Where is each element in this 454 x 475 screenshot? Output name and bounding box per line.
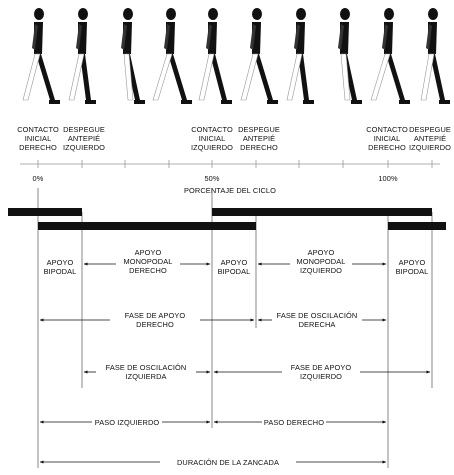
axis-title: PORCENTAJE DEL CICLO [184, 186, 276, 195]
skeleton-figure [370, 8, 410, 104]
left-step-label: PASO IZQUIERDO [94, 418, 160, 427]
skeleton-figure [22, 8, 60, 104]
axis-ticks [37, 160, 433, 168]
skeleton-figure [152, 8, 192, 104]
skeleton-figure [286, 8, 314, 104]
skeleton-figure [240, 8, 278, 104]
right-stance-bar-2 [388, 222, 446, 230]
right-step-label: PASO DERECHO [263, 418, 325, 427]
skeleton-figure [68, 8, 96, 104]
stride-duration-label: DURACIÓN DE LA ZANCADA [177, 458, 279, 467]
skeleton-figure [420, 8, 450, 104]
left-stance-bar-2 [212, 208, 432, 216]
axis-tick-100: 100% [378, 174, 398, 183]
event-guides [37, 188, 433, 468]
axis-tick-0: 0% [32, 174, 44, 183]
right-stance-bar [38, 222, 256, 230]
skeleton-figure [338, 8, 362, 104]
gait-figures [0, 0, 454, 110]
left-stance-bar-1 [8, 208, 82, 216]
skeleton-figure [121, 8, 145, 104]
skeleton-figure [198, 8, 232, 104]
axis-tick-50: 50% [204, 174, 220, 183]
